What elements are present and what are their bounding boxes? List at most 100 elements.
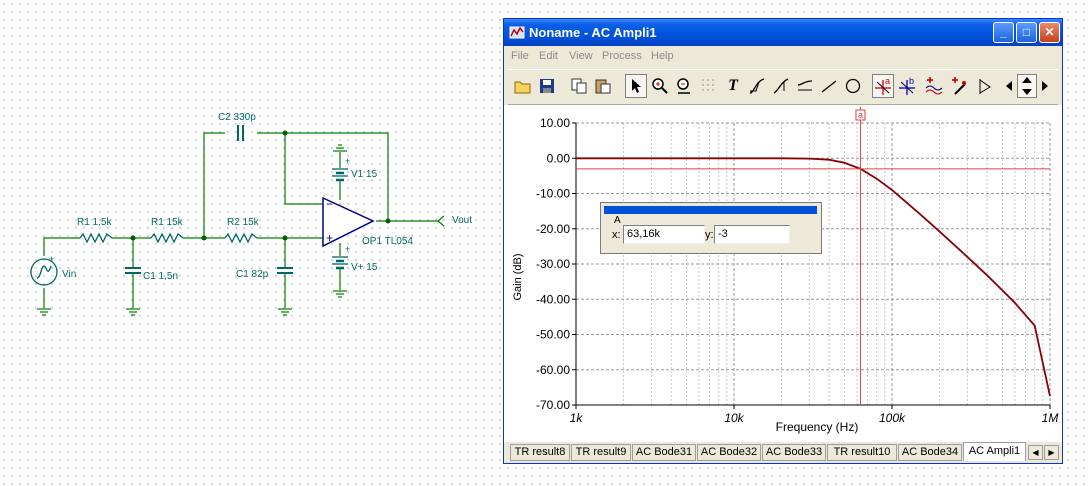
cursor-b-icon[interactable]: b [896,74,918,98]
x-tick-label: 100k [879,411,906,425]
paste-icon[interactable] [592,74,614,98]
label-v1: V1 15 [351,169,378,180]
tab-ac-bode32[interactable]: AC Bode32 [697,444,761,461]
batteries [332,168,348,270]
curve-c-icon[interactable] [794,74,816,98]
opamp-plus: + [326,231,333,245]
cursor-a-letter: a [885,76,890,86]
tab-ac-ampli1[interactable]: AC Ampli1 [963,442,1026,461]
y-tick-label: -70.00 [536,398,570,412]
y-tick-label: 0.00 [547,151,571,165]
label-vin: Vin [62,269,76,280]
ground-symbols [37,144,347,316]
copy-icon[interactable] [568,74,590,98]
resistors [79,232,258,244]
menu-process[interactable]: Process [602,50,642,62]
scroll-vertical-icon[interactable] [1017,74,1037,98]
opamp-symbol [322,196,375,248]
opamp-minus: − [326,197,333,211]
add-marker-b-icon[interactable] [948,74,970,98]
menu-view[interactable]: View [569,50,593,62]
result-tabs: TR result8 TR result9 AC Bode31 AC Bode3… [508,442,1060,462]
source-plus: + [49,254,54,264]
source-vin [30,258,58,286]
cursor-x-field[interactable]: 63,16k [623,225,705,244]
open-folder-icon[interactable] [512,74,534,98]
toolbar: T a b [508,69,1058,105]
maximize-button[interactable]: □ [1016,22,1037,43]
y-axis-label: Gain (dB) [512,253,524,300]
tab-scroll-left-icon[interactable]: ◀ [1028,445,1043,460]
window-title: Noname - AC Ampli1 [529,25,657,40]
zoom-in-icon[interactable] [649,74,671,98]
cursor-b-letter: b [909,76,914,86]
y-tick-label: -30.00 [536,257,570,271]
wires [43,132,438,308]
y-tick-label: -50.00 [536,328,570,342]
pointer-icon[interactable] [625,74,647,98]
tab-tr-result8[interactable]: TR result8 [510,444,570,461]
x-axis-label: Frequency (Hz) [776,420,859,434]
capacitors [125,125,293,274]
menu-edit[interactable]: Edit [539,50,558,62]
grid-icon[interactable] [698,74,720,98]
add-marker-a-icon[interactable] [923,74,945,98]
tab-ac-bode34[interactable]: AC Bode34 [898,444,962,461]
tab-scroll-right-icon[interactable]: ▶ [1044,445,1059,460]
cursor-y-label: y: [705,229,714,241]
save-icon[interactable] [536,74,558,98]
cursor-readout-titlebar[interactable] [604,206,817,214]
label-r2: R2 15k [227,217,260,228]
flag-icon[interactable] [974,74,996,98]
scroll-right-icon[interactable] [1038,74,1052,98]
title-bar[interactable]: Noname - AC Ampli1 _ □ ✕ [504,19,1062,46]
x-tick-label: 1k [570,411,584,425]
battery-v1-plus: + [345,156,350,166]
battery-v2-plus: + [345,244,350,254]
curve-a-icon[interactable] [746,74,768,98]
curve-b-icon[interactable] [770,74,792,98]
cursor-readout-name: A [614,215,621,226]
scroll-left-icon[interactable] [1002,74,1016,98]
output-arrow [437,215,445,227]
circuit-schematic: − + + + + Vin R1 1,5k R1 15k R2 15k C1 1… [30,112,472,316]
label-r1: R1 1,5k [77,217,112,228]
y-tick-label: -10.00 [536,187,570,201]
tab-tr-result9[interactable]: TR result9 [571,444,631,461]
circle-tool-icon[interactable] [842,74,864,98]
label-c1: C1 1,5n [143,271,178,282]
cursor-y-field[interactable]: -3 [714,225,790,244]
label-r1-15k: R1 15k [151,217,184,228]
zoom-100-icon[interactable] [673,74,695,98]
analysis-window: Noname - AC Ampli1 _ □ ✕ File Edit View … [503,18,1063,464]
tab-ac-bode31[interactable]: AC Bode31 [632,444,696,461]
menu-help[interactable]: Help [651,50,674,62]
label-v2: V+ 15 [351,262,378,273]
y-tick-label: -40.00 [536,292,570,306]
text-tool-icon[interactable]: T [722,74,744,98]
gain-curve [576,157,1051,397]
cursor-readout-box[interactable]: A x: 63,16k y: -3 [600,202,822,254]
x-tick-label: 10k [724,411,744,425]
bode-plot[interactable]: 10.00 0.00 -10.00 -20.00 -30.00 -40.00 -50.00 -… [504,105,1062,442]
y-tick-label: 10.00 [540,116,570,130]
text-tool-glyph: T [728,77,738,94]
x-axis-ticks: 1k 10k 100k 1M [570,405,1059,425]
label-c2: C2 330p [218,112,256,123]
tab-tr-result10[interactable]: TR result10 [827,444,897,461]
cursor-a-icon[interactable]: a [872,74,894,98]
cursor-a-marker-letter: a [858,110,863,120]
menu-file[interactable]: File [511,50,529,62]
tab-ac-bode33[interactable]: AC Bode33 [762,444,826,461]
label-vout: Vout [452,215,472,226]
junction-dots [130,130,391,241]
menu-bar: File Edit View Process Help [504,46,1062,66]
cursor-a-marker[interactable]: a [855,109,866,121]
grid-major [575,122,1051,406]
line-tool-icon[interactable] [818,74,840,98]
close-button[interactable]: ✕ [1039,22,1060,43]
label-opamp: OP1 TL054 [362,236,413,247]
y-tick-label: -20.00 [536,222,570,236]
minimize-button[interactable]: _ [993,22,1014,43]
x-tick-label: 1M [1042,411,1059,425]
